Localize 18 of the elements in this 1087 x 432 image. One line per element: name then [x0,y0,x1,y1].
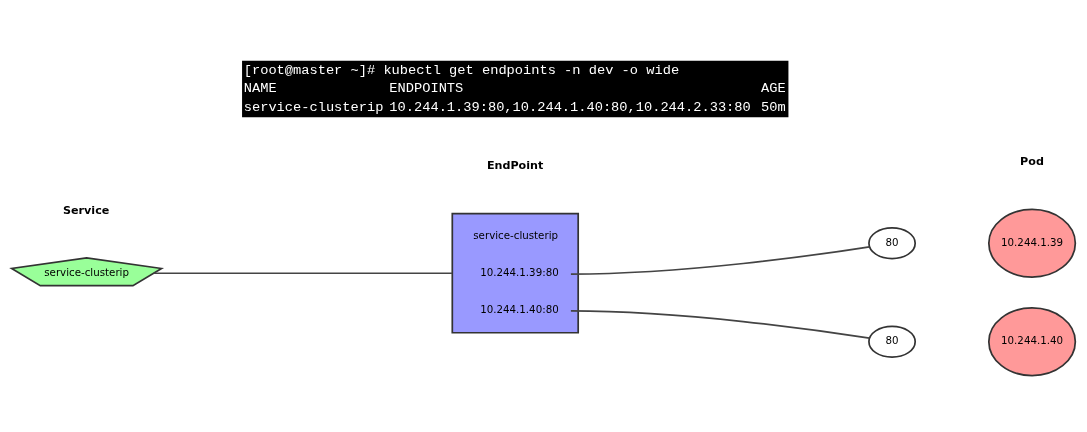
label: ENDPOINTS [389,80,464,96]
connector [570,245,871,275]
node-ellipse: 80 [868,324,917,358]
node-ellipse: 10.244.1.40 [987,306,1077,376]
label: service-clusterip [243,99,384,115]
label: 50m [761,99,786,115]
label: EndPoint [486,158,544,172]
label: [root@master ~]# kubectl get endpoints -n dev -o wide [243,62,680,78]
connector [570,309,871,339]
node-ellipse: 10.244.1.39 [987,208,1077,278]
label: 10.244.1.39:80,10.244.1.40:80,10.244.2.33:80 [389,99,751,115]
label: Pod [1020,154,1044,168]
label: Service [63,203,110,217]
label: AGE [761,80,786,96]
node-ellipse: 80 [868,226,917,260]
connector [152,271,453,274]
label: NAME [243,80,277,96]
node-box: service-clusterip 10.244.1.39:80 10.244.1.40:80 [451,212,580,334]
